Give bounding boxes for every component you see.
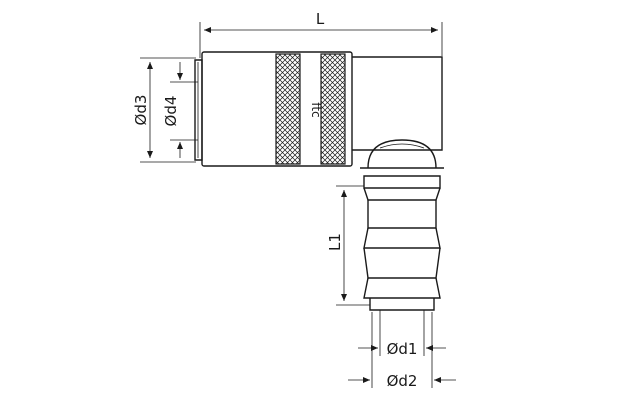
dimension-d2-label: Ød2 — [387, 372, 418, 390]
dimension-d4: Ød4 — [162, 62, 198, 158]
dimension-d3-label: Ød3 — [132, 95, 150, 126]
brand-mark: ftc — [309, 102, 323, 117]
barbed-tail — [363, 175, 441, 311]
dimension-d1-label: Ød1 — [387, 340, 418, 358]
elbow-dome — [360, 139, 444, 169]
dimension-L: L — [199, 10, 443, 58]
dimension-d1: Ød1 — [358, 310, 446, 358]
dimension-L1: L1 — [326, 185, 370, 306]
dimension-d4-label: Ød4 — [162, 96, 180, 127]
dimension-d3: Ød3 — [132, 57, 196, 163]
dimension-L-label: L — [316, 10, 325, 28]
connector-body — [194, 51, 443, 167]
knurled-ring-front — [275, 53, 301, 165]
dimension-L1-label: L1 — [326, 233, 344, 251]
knurled-ring-rear — [320, 53, 346, 165]
dimension-d2: Ød2 — [348, 312, 456, 390]
